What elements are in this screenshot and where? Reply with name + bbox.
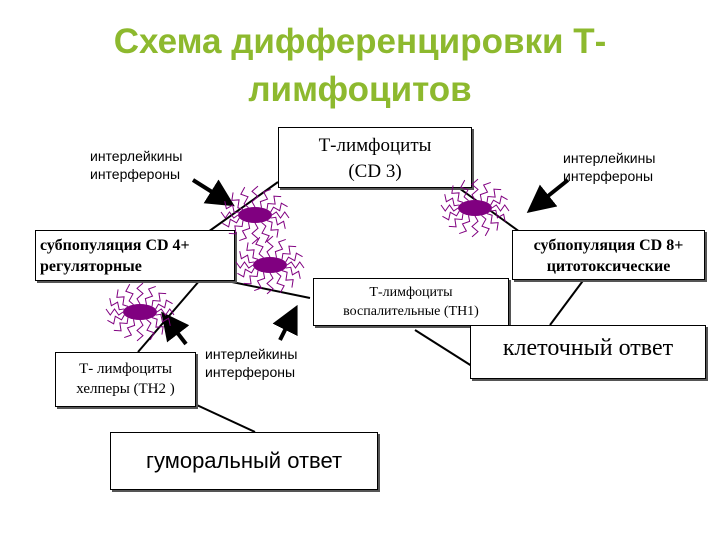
arrow-left-top (191, 178, 235, 207)
cd8-label: субпопуляция CD 8+ (533, 237, 684, 254)
th1-box: Т-лимфоциты воспалительные (ТН1) (313, 278, 509, 326)
cellular-response-box: клеточный ответ (470, 325, 706, 379)
interleukins-text: интерлейкины (205, 346, 298, 362)
cytokine-producing-cell-icon (440, 178, 510, 238)
th2-box: Т- лимфоциты хелперы (ТН2 ) (55, 352, 196, 407)
arrow-middle (272, 304, 298, 341)
cytokine-producing-cell-icon (105, 282, 175, 342)
diagram-title: Схема дифференцировки Т-лимфоцитов (113, 22, 607, 109)
cytokines-label-left: интерлейкины интерфероны (90, 147, 182, 183)
cellular-response-label: клеточный ответ (502, 335, 674, 361)
cytokine-producing-cell-icon (235, 235, 305, 295)
humoral-response-label: гуморальный ответ (145, 448, 343, 473)
th1-subtitle: воспалительные (ТН1) (343, 304, 479, 319)
t-lymphocytes-label: Т-лимфоциты (318, 135, 432, 156)
cytotoxic-label: цитотоксические (546, 258, 671, 275)
cytokines-label-middle: интерлейкины интерфероны (205, 345, 297, 381)
interleukins-text: интерлейкины (90, 148, 183, 164)
th1-title: Т-лимфоциты (369, 285, 453, 300)
th2-subtitle: хелперы (ТН2 ) (76, 381, 175, 397)
interferons-text: интерфероны (90, 166, 181, 182)
cytokine-producing-cell-icon (220, 185, 290, 245)
t-lymphocytes-cd3-box: Т-лимфоциты (CD 3) (278, 127, 472, 188)
interferons-text: интерфероны (205, 364, 296, 380)
cd8-subpopulation-box: субпопуляция CD 8+ цитотоксические (512, 230, 705, 280)
line-t-to-cd4 (207, 181, 279, 233)
interferons-text: интерфероны (563, 168, 654, 184)
cd4-subpopulation-box: субпопуляция CD 4+ регуляторные (35, 230, 235, 281)
line-cd8-to-cellular (549, 277, 586, 326)
arrow-right-top (526, 178, 570, 213)
regulatory-label: регуляторные (40, 258, 142, 275)
th2-title: Т- лимфоциты (79, 361, 172, 377)
interleukins-text: интерлейкины (563, 150, 656, 166)
cytokines-label-right: интерлейкины интерфероны (563, 149, 655, 185)
cd4-label: субпопуляция CD 4+ (40, 237, 190, 254)
line-th1-to-cellular (414, 329, 476, 369)
humoral-response-box: гуморальный ответ (110, 432, 378, 490)
cd3-label: (CD 3) (348, 161, 402, 182)
